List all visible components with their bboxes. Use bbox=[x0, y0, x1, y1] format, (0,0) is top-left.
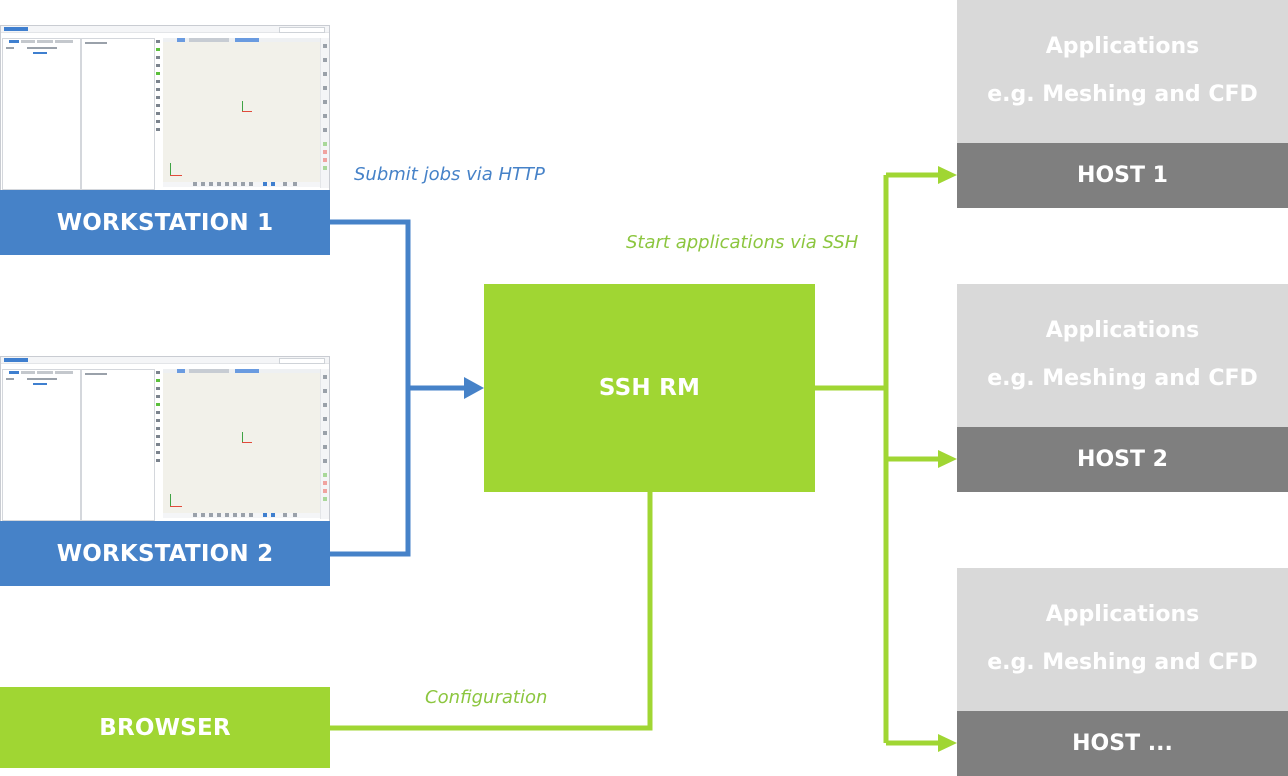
host-n-box: HOST ... bbox=[957, 711, 1288, 776]
host-n-applications: Applications e.g. Meshing and CFD bbox=[957, 568, 1288, 711]
workstation-1-screenshot bbox=[0, 25, 330, 191]
host-2-label: HOST 2 bbox=[1077, 447, 1168, 472]
host-n-label: HOST ... bbox=[1072, 731, 1173, 756]
host-2-box: HOST 2 bbox=[957, 427, 1288, 492]
workstation-2-screenshot bbox=[0, 356, 330, 522]
browser-label: BROWSER bbox=[99, 714, 231, 741]
host-1-applications: Applications e.g. Meshing and CFD bbox=[957, 0, 1288, 143]
host-2-app-title: Applications bbox=[1045, 318, 1200, 343]
host-n-app-title: Applications bbox=[1045, 602, 1200, 627]
submit-jobs-label: Submit jobs via HTTP bbox=[354, 164, 545, 185]
host-2-applications: Applications e.g. Meshing and CFD bbox=[957, 284, 1288, 427]
host-2-arrow-head bbox=[938, 450, 957, 468]
workstation-2-label: WORKSTATION 2 bbox=[56, 540, 274, 567]
http-arrow-head bbox=[464, 377, 484, 399]
host-1-box: HOST 1 bbox=[957, 143, 1288, 208]
host-1-label: HOST 1 bbox=[1077, 163, 1168, 188]
host-1-app-title: Applications bbox=[1045, 34, 1200, 59]
host-n-app-subtitle: e.g. Meshing and CFD bbox=[987, 650, 1258, 675]
workstation-1-label: WORKSTATION 1 bbox=[56, 209, 274, 236]
ssh-rm-box: SSH RM bbox=[484, 284, 815, 492]
start-applications-label: Start applications via SSH bbox=[626, 232, 859, 253]
workstation-1-box: WORKSTATION 1 bbox=[0, 190, 330, 255]
ssh-rm-label: SSH RM bbox=[598, 375, 701, 401]
host-n-arrow-head bbox=[938, 734, 957, 752]
workstation-2-box: WORKSTATION 2 bbox=[0, 521, 330, 586]
workstation-1-connector bbox=[330, 219, 411, 557]
configuration-connector bbox=[330, 492, 653, 731]
host-2-app-subtitle: e.g. Meshing and CFD bbox=[987, 366, 1258, 391]
host-1-arrow-head bbox=[938, 166, 957, 184]
host-1-app-subtitle: e.g. Meshing and CFD bbox=[987, 82, 1258, 107]
configuration-label: Configuration bbox=[425, 687, 548, 708]
browser-box: BROWSER bbox=[0, 687, 330, 768]
